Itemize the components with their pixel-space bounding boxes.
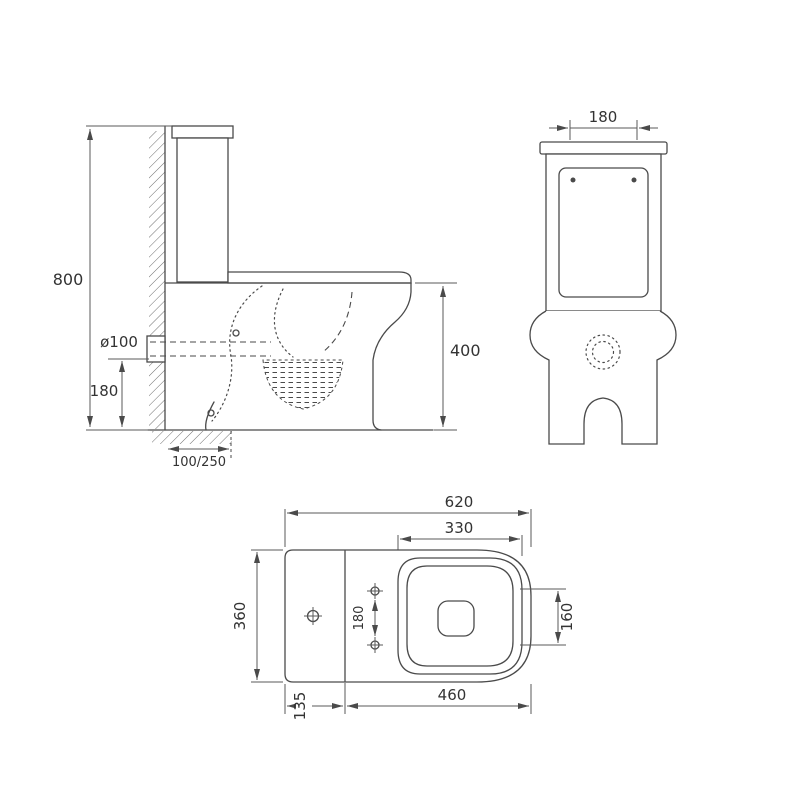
dim-overall-width-label: 360 xyxy=(231,602,249,631)
trapway-inner-dotted xyxy=(273,288,294,358)
trapway-dotted xyxy=(211,285,263,422)
outlet-circle-outer xyxy=(585,334,621,370)
wall-hatch xyxy=(149,131,165,429)
dim-inlet-diameter-label: ø100 xyxy=(100,333,138,351)
cistern-body-side xyxy=(176,137,229,283)
dim-opening-width-label: 160 xyxy=(558,603,576,632)
floor-hatch xyxy=(152,431,232,444)
dim-tank-depth-label: 135 xyxy=(291,692,309,721)
side-view: 800 ø100 180 400 100/250 xyxy=(53,125,481,470)
plan-outline xyxy=(284,549,532,683)
bowl-outlet-plan xyxy=(437,600,475,637)
inner-bowl-dashed xyxy=(322,291,353,353)
dim-bowl-length-label: 460 xyxy=(438,686,467,704)
fixing-hole-side-lower xyxy=(207,409,215,417)
outlet-circle-inner xyxy=(591,340,615,364)
plan-view: 620 330 180 360 160 xyxy=(231,493,576,725)
seat-outline-outer xyxy=(397,557,523,675)
bowl-profile xyxy=(372,282,412,431)
cistern-lid-front xyxy=(539,141,668,155)
cistern-lid-side xyxy=(171,125,234,139)
dim-seat-length-label: 330 xyxy=(445,519,474,537)
cistern-panel-front xyxy=(558,167,649,298)
water-hatch xyxy=(262,359,344,410)
pedestal-front xyxy=(529,310,677,445)
dim-overall-length-label: 620 xyxy=(445,493,474,511)
dim-tank-top-width-label: 180 xyxy=(589,108,618,126)
dim-hinge-spacing-label: 180 xyxy=(352,606,367,631)
base-front-curve xyxy=(205,401,215,431)
dim-135-mask xyxy=(296,687,312,725)
dim-inlet-height-label: 180 xyxy=(90,382,119,400)
dim-outlet-setout-label: 100/250 xyxy=(172,455,226,470)
inlet-pipe xyxy=(146,335,166,363)
cistern-body-front xyxy=(545,153,662,312)
dim-overall-height-label: 800 xyxy=(53,270,84,289)
dim-rim-height-label: 400 xyxy=(450,341,481,360)
seat-lid-side xyxy=(227,271,412,284)
front-view: 180 xyxy=(529,108,677,445)
seat-outline-inner xyxy=(406,565,514,667)
seat-bolt-right xyxy=(631,177,637,183)
fixing-hole-side-upper xyxy=(232,329,240,337)
seat-bolt-left xyxy=(570,177,576,183)
